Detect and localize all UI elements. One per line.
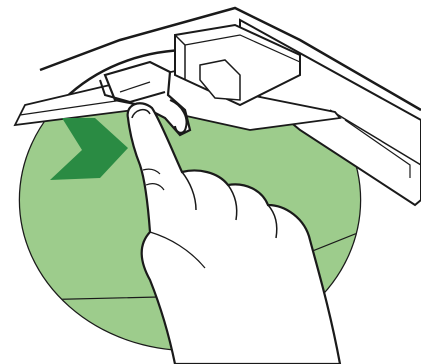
latch-release-illustration: [0, 0, 421, 364]
